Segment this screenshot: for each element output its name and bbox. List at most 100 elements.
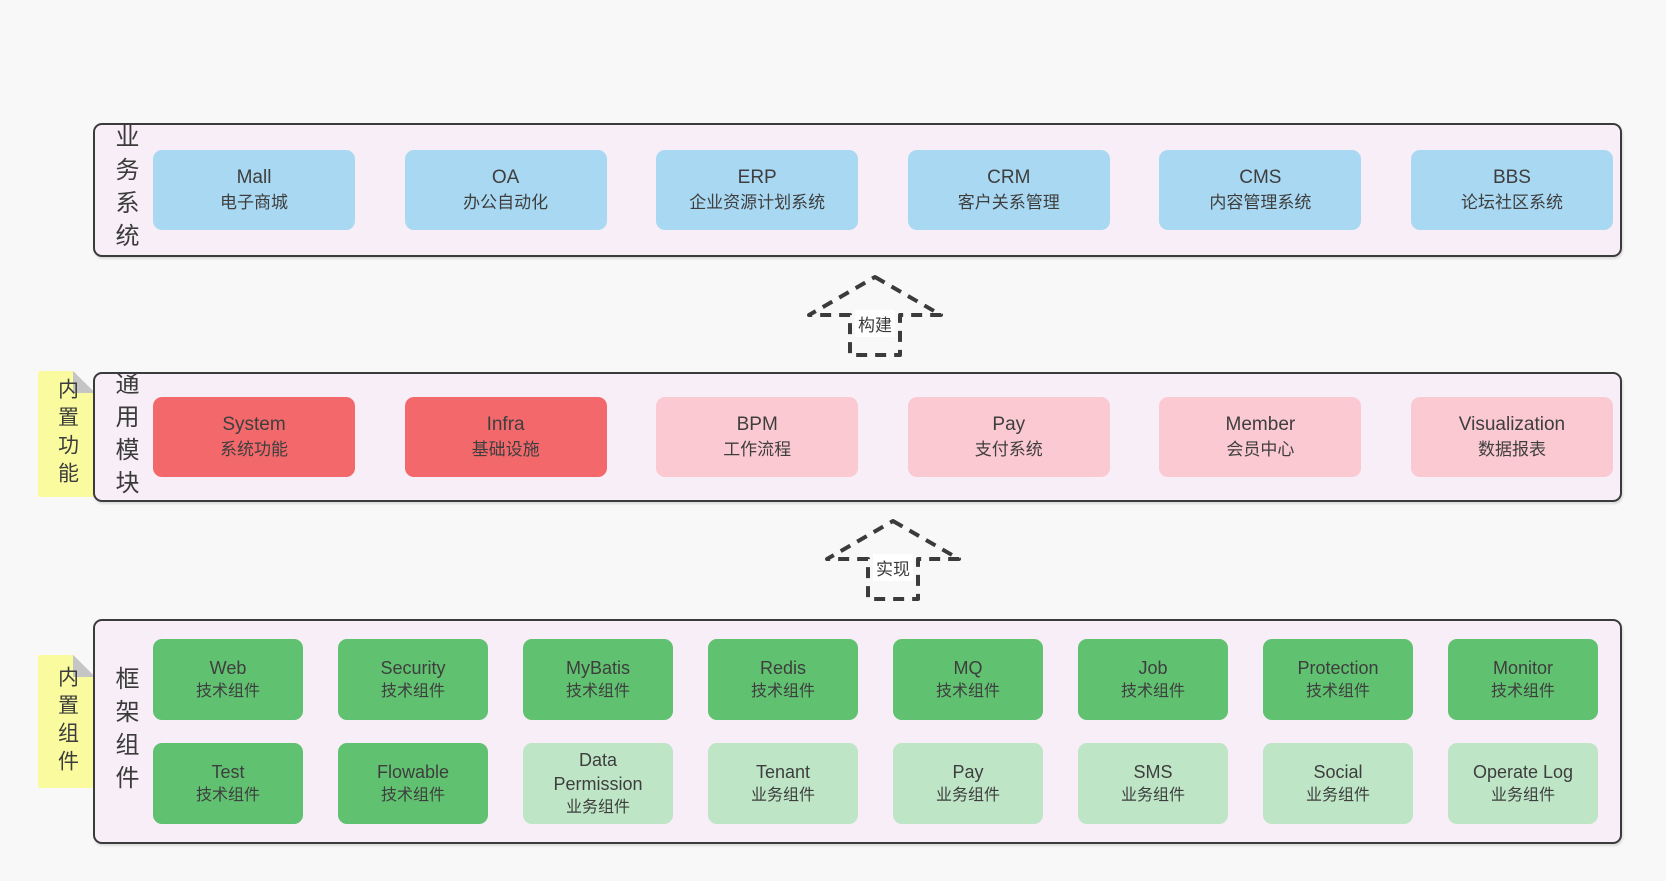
box-title: Social xyxy=(1313,761,1363,782)
box-title: Operate Log xyxy=(1472,761,1574,782)
box-title: System xyxy=(222,414,286,435)
box-title: SMS xyxy=(1133,761,1173,782)
folded-corner-icon xyxy=(73,371,95,393)
box-subtitle: 技术组件 xyxy=(750,682,815,700)
box-title: MQ xyxy=(953,657,983,678)
box-title: ERP xyxy=(737,167,777,188)
box-oa: OA 办公自动化 xyxy=(404,150,607,230)
folded-corner-icon xyxy=(73,655,95,677)
arrow-build: 构建 xyxy=(806,274,944,358)
box-title: Security xyxy=(380,657,446,678)
box-title: BPM xyxy=(736,414,778,435)
box-mall: Mall 电子商城 xyxy=(153,150,355,230)
box-mq: MQ 技术组件 xyxy=(893,639,1043,720)
box-title: MyBatis xyxy=(565,657,630,678)
box-subtitle: 内容管理系统 xyxy=(1209,193,1312,212)
box-title: Pay xyxy=(992,414,1026,435)
box-subtitle: 技术组件 xyxy=(380,786,445,804)
box-subtitle: 业务组件 xyxy=(750,786,815,804)
box-title: Data Permission xyxy=(553,749,643,794)
box-job: Job 技术组件 xyxy=(1078,639,1228,720)
box-subtitle: 技术组件 xyxy=(195,682,260,700)
box-subtitle: 数据报表 xyxy=(1477,440,1546,459)
box-title: Protection xyxy=(1297,657,1379,678)
box-subtitle: 业务组件 xyxy=(1305,786,1370,804)
box-title: Pay xyxy=(952,761,984,782)
box-data-permission: Data Permission 业务组件 xyxy=(523,743,673,824)
box-title: CMS xyxy=(1239,167,1282,188)
box-infra: Infra 基础设施 xyxy=(404,397,607,477)
box-title: Visualization xyxy=(1458,414,1566,435)
box-web: Web 技术组件 xyxy=(153,639,303,720)
box-sms: SMS 业务组件 xyxy=(1078,743,1228,824)
dashed-up-arrow-icon xyxy=(807,275,943,357)
box-title: Infra xyxy=(486,414,525,435)
box-subtitle: 业务组件 xyxy=(1490,786,1555,804)
box-subtitle: 工作流程 xyxy=(723,440,792,459)
box-subtitle: 技术组件 xyxy=(1490,682,1555,700)
box-subtitle: 办公自动化 xyxy=(463,193,549,212)
arrow-label: 构建 xyxy=(855,310,895,337)
box-monitor: Monitor 技术组件 xyxy=(1448,639,1598,720)
box-subtitle: 会员中心 xyxy=(1226,440,1295,459)
box-subtitle: 企业资源计划系统 xyxy=(689,193,826,212)
box-title: Mall xyxy=(236,167,272,188)
sticky-tag-built-in-features: 内置功能 xyxy=(38,371,95,497)
box-title: Test xyxy=(211,761,245,782)
box-mybatis: MyBatis 技术组件 xyxy=(523,639,673,720)
box-subtitle: 电子商城 xyxy=(220,193,288,212)
box-subtitle: 技术组件 xyxy=(1305,682,1370,700)
box-subtitle: 业务组件 xyxy=(935,786,1000,804)
sticky-tag-label: 内置功能 xyxy=(55,378,79,490)
box-subtitle: 基础设施 xyxy=(471,440,540,459)
section-label: 框架组件 xyxy=(111,665,138,798)
box-system: System 系统功能 xyxy=(153,397,355,477)
box-subtitle: 技术组件 xyxy=(935,682,1000,700)
box-subtitle: 业务组件 xyxy=(1120,786,1185,804)
box-title: BBS xyxy=(1492,167,1531,188)
arrow-implement: 实现 xyxy=(824,518,962,602)
box-title: OA xyxy=(491,167,520,188)
box-redis: Redis 技术组件 xyxy=(708,639,858,720)
box-security: Security 技术组件 xyxy=(338,639,488,720)
box-pay: Pay 业务组件 xyxy=(893,743,1043,824)
box-title: CRM xyxy=(987,167,1031,188)
box-subtitle: 技术组件 xyxy=(565,682,630,700)
box-visualization: Visualization 数据报表 xyxy=(1410,397,1613,477)
box-bbs: BBS 论坛社区系统 xyxy=(1410,150,1613,230)
box-title: Web xyxy=(209,657,247,678)
box-test: Test 技术组件 xyxy=(153,743,303,824)
box-subtitle: 业务组件 xyxy=(565,798,630,816)
box-subtitle: 技术组件 xyxy=(380,682,445,700)
box-cms: CMS 内容管理系统 xyxy=(1159,150,1362,230)
box-subtitle: 支付系统 xyxy=(974,440,1043,459)
box-subtitle: 技术组件 xyxy=(195,786,260,804)
box-pay: Pay 支付系统 xyxy=(907,397,1110,477)
sticky-tag-label: 内置组件 xyxy=(55,665,79,778)
box-operate-log: Operate Log 业务组件 xyxy=(1448,743,1598,824)
box-subtitle: 系统功能 xyxy=(220,440,288,459)
box-title: Monitor xyxy=(1492,657,1554,678)
box-title: Job xyxy=(1138,657,1168,678)
box-title: Tenant xyxy=(755,761,811,782)
box-subtitle: 论坛社区系统 xyxy=(1460,193,1563,212)
arrow-label: 实现 xyxy=(873,554,913,581)
box-social: Social 业务组件 xyxy=(1263,743,1413,824)
box-bpm: BPM 工作流程 xyxy=(656,397,859,477)
box-subtitle: 技术组件 xyxy=(1120,682,1185,700)
sticky-tag-built-in-components: 内置组件 xyxy=(38,655,95,788)
box-title: Redis xyxy=(759,657,807,678)
box-protection: Protection 技术组件 xyxy=(1263,639,1413,720)
